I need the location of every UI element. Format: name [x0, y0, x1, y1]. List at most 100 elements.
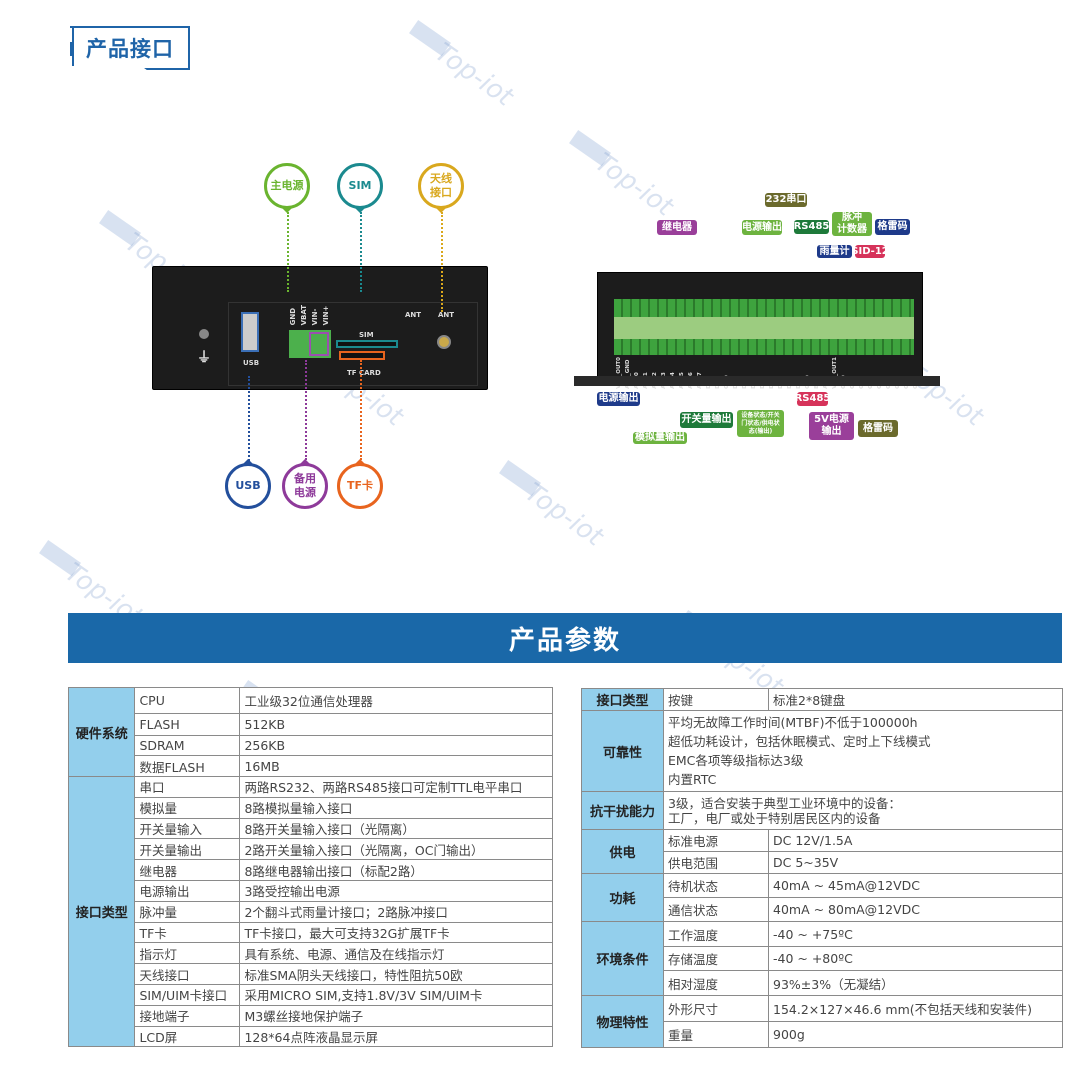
param-name: 电源输出 — [134, 879, 241, 902]
param-value: 128*64点阵液晶显示屏 — [239, 1025, 553, 1048]
usb-port[interactable] — [241, 312, 259, 352]
callout-line — [305, 360, 307, 460]
param-line: 超低功耗设计，包括休眠模式、定时上下线模式 — [668, 734, 931, 749]
pin-label: VIN+ — [322, 305, 330, 326]
param-value: 平均无故障工作时间(MTBF)不低于100000h 超低功耗设计，包括休眠模式、定… — [663, 710, 1063, 792]
param-name: LCD屏 — [134, 1025, 241, 1048]
callout-1: 备用 电源 — [282, 459, 328, 509]
param-name: 通信状态 — [663, 897, 769, 922]
sim-slot[interactable] — [336, 340, 398, 348]
callout-line — [248, 376, 250, 461]
device-tag: 格雷码 — [858, 420, 898, 437]
group-cell: 物理特性 — [581, 995, 664, 1048]
callout-1: SIM — [337, 163, 383, 213]
param-value: -40 ~ +80ºC — [768, 946, 1063, 971]
table-row: 可靠性平均无故障工作时间(MTBF)不低于100000h 超低功耗设计，包括休眠模… — [581, 710, 1063, 792]
table-row: 天线接口标准SMA阴头天线接口，特性阻抗50欧 — [69, 963, 553, 985]
panel-inset — [228, 302, 478, 386]
param-line: 3级，适合安装于典型工业环境中的设备： — [668, 795, 901, 811]
param-value: DC 5~35V — [768, 851, 1063, 874]
param-name: 工作温度 — [663, 921, 769, 947]
table-row: SIM/UIM卡接口采用MICRO SIM,支持1.8V/3V SIM/UIM卡 — [69, 983, 553, 1006]
tf-slot[interactable] — [339, 351, 385, 360]
table-row: 接口类型串口两路RS232、两路RS485接口可定制TTL电平串口 — [67, 775, 553, 1048]
ant-label: ANT — [405, 311, 422, 319]
callout-2: 天线 接口 — [418, 163, 464, 213]
pin-label: VBAT — [300, 305, 308, 326]
param-value: TF卡接口，最大可支持32G扩展TF卡 — [239, 921, 553, 944]
param-value: 154.2×127×46.6 mm(不包括天线和安装件) — [768, 995, 1063, 1022]
param-value: 8路模拟量输入接口 — [239, 796, 553, 819]
params-banner: 产品参数 — [68, 613, 1062, 663]
pin-label: GND — [289, 307, 297, 326]
group-cell: 可靠性 — [581, 710, 664, 792]
device-tag: 继电器 — [657, 220, 697, 235]
param-name: 数据FLASH — [134, 755, 241, 777]
param-name: SDRAM — [134, 735, 241, 756]
spec-table-right: 接口类型按键标准2*8键盘可靠性平均无故障工作时间(MTBF)不低于100000… — [581, 688, 1063, 1048]
callout-2: TF卡 — [337, 459, 383, 509]
table-row: 环境条件工作温度-40 ~ +75ºC — [581, 921, 1063, 996]
param-value: 8路继电器输出接口（标配2路） — [239, 859, 553, 881]
param-line: 内置RTC — [668, 772, 717, 787]
param-value: 3路受控输出电源 — [239, 879, 553, 902]
ground-screw — [199, 329, 209, 339]
callout-line — [441, 212, 443, 312]
param-name: 模拟量 — [134, 796, 241, 819]
power-terminal[interactable] — [289, 330, 331, 358]
device-tag: 5V电源 输出 — [809, 412, 854, 440]
param-value: 标准SMA阴头天线接口，特性阻抗50欧 — [239, 963, 553, 985]
terminal-row-top — [614, 299, 914, 317]
param-name: 开关量输出 — [134, 838, 241, 861]
tf-label: TF CARD — [347, 369, 381, 377]
param-name: 接地端子 — [134, 1004, 241, 1027]
param-value: 采用MICRO SIM,支持1.8V/3V SIM/UIM卡 — [239, 983, 553, 1006]
param-value: 16MB — [239, 755, 553, 777]
device-base — [574, 376, 940, 386]
group-cell: 供电 — [581, 829, 664, 874]
param-name: CPU — [134, 687, 241, 714]
param-value: 工业级32位通信处理器 — [239, 687, 553, 714]
param-line: 平均无故障工作时间(MTBF)不低于100000h — [668, 715, 918, 730]
param-value: 8路开关量输入接口（光隔离） — [239, 817, 553, 840]
group-cell: 接口类型 — [67, 775, 136, 1048]
sim-label: SIM — [359, 331, 374, 339]
usb-label: USB — [243, 359, 260, 367]
table-row: 指示灯具有系统、电源、通信及在线指示灯 — [69, 942, 553, 965]
param-name: 供电范围 — [663, 851, 769, 874]
device-tag: 格雷码 — [875, 219, 910, 235]
param-value: 93%±3%（无凝结） — [768, 970, 1063, 996]
param-name: 按键 — [663, 688, 769, 711]
watermark-text: Top-iot — [589, 147, 679, 223]
ground-symbol: ⏚ — [197, 350, 211, 366]
param-value: 2路开关量输入接口（光隔离，OC门输出） — [239, 838, 553, 861]
device-tag: SID-12 — [851, 245, 889, 258]
group-cell: 功耗 — [581, 873, 664, 922]
param-value: 2个翻斗式雨量计接口；2路脉冲接口 — [239, 900, 553, 923]
param-name: 继电器 — [134, 859, 241, 881]
watermark-text: Top-iot — [519, 477, 609, 553]
antenna-connector[interactable] — [437, 335, 451, 349]
callout-line — [287, 212, 289, 292]
group-cell: 环境条件 — [581, 921, 664, 996]
param-name: FLASH — [134, 713, 241, 736]
param-value: 具有系统、电源、通信及在线指示灯 — [239, 942, 553, 965]
callout-line — [360, 212, 362, 292]
param-name: 串口 — [134, 776, 241, 798]
device-tag: 模拟量输出 — [633, 432, 687, 444]
